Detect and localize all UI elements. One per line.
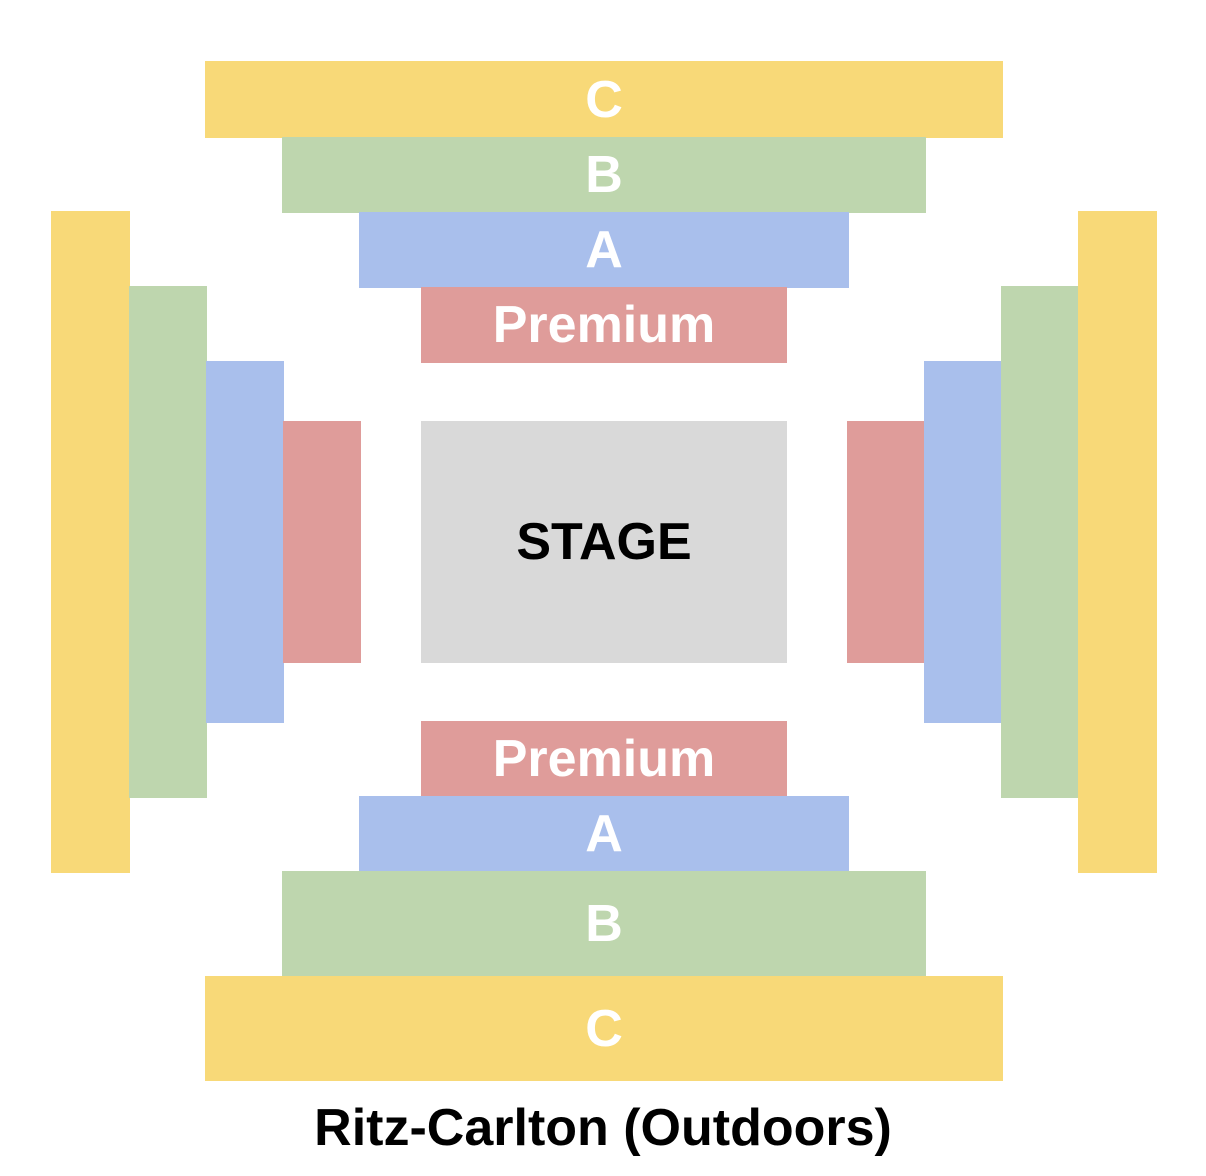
top-section-b-label: B bbox=[585, 146, 623, 204]
bottom-section-a[interactable]: A bbox=[359, 796, 849, 872]
bottom-section-premium-label: Premium bbox=[492, 730, 716, 788]
left-section-a[interactable] bbox=[206, 361, 284, 723]
top-section-a-label: A bbox=[585, 221, 623, 279]
top-section-c[interactable]: C bbox=[205, 61, 1003, 138]
top-section-c-label: C bbox=[585, 70, 623, 129]
right-section-a[interactable] bbox=[924, 361, 1002, 723]
stage: STAGE bbox=[421, 421, 787, 663]
left-section-b[interactable] bbox=[129, 286, 207, 798]
left-section-c[interactable] bbox=[51, 211, 130, 873]
top-section-premium-label: Premium bbox=[492, 296, 716, 354]
bottom-section-a-label: A bbox=[585, 805, 623, 863]
right-section-b[interactable] bbox=[1001, 286, 1079, 798]
top-section-b[interactable]: B bbox=[282, 137, 926, 213]
top-section-premium[interactable]: Premium bbox=[421, 287, 787, 363]
right-section-c[interactable] bbox=[1078, 211, 1157, 873]
venue-title: Ritz-Carlton (Outdoors) bbox=[314, 1099, 892, 1157]
bottom-section-c[interactable]: C bbox=[205, 976, 1003, 1081]
stage-label: STAGE bbox=[516, 513, 692, 571]
bottom-section-c-label: C bbox=[585, 999, 623, 1058]
bottom-section-b[interactable]: B bbox=[282, 871, 926, 977]
bottom-section-b-label: B bbox=[585, 895, 623, 953]
right-section-premium[interactable] bbox=[847, 421, 925, 663]
left-section-premium[interactable] bbox=[283, 421, 361, 663]
top-section-a[interactable]: A bbox=[359, 212, 849, 288]
bottom-section-premium[interactable]: Premium bbox=[421, 721, 787, 797]
